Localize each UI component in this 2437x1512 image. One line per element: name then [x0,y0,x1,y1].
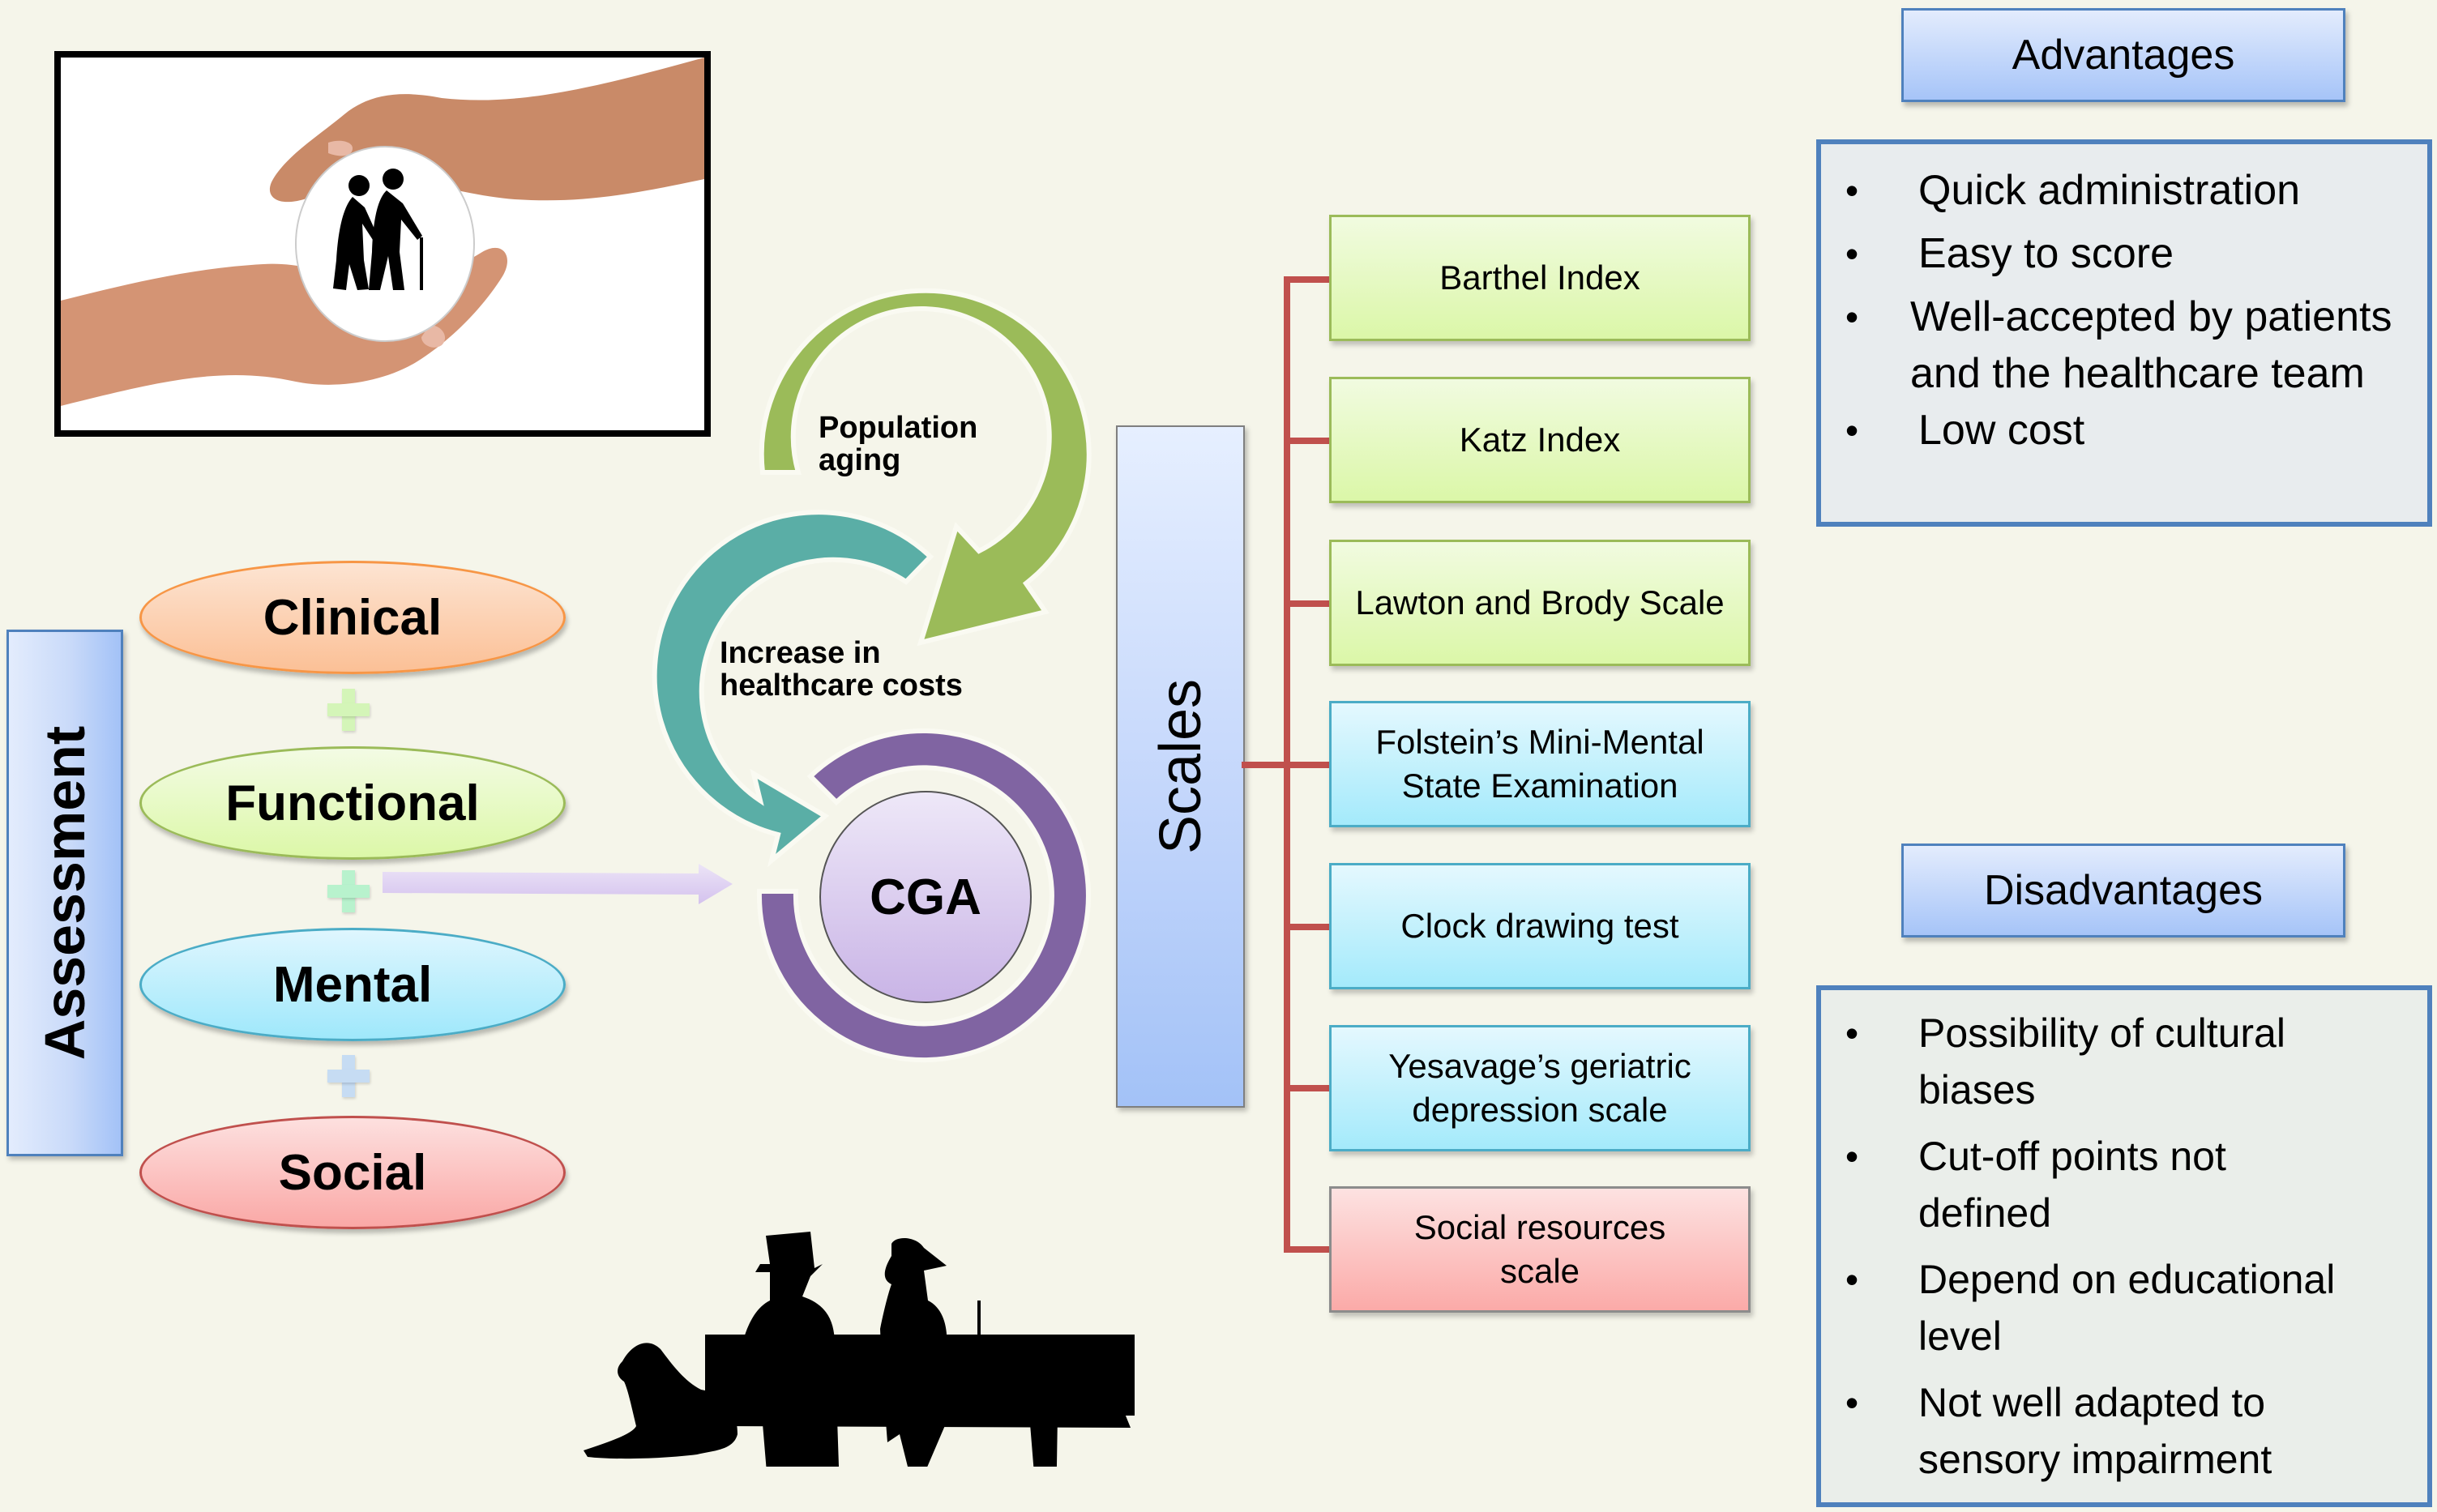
scale-social-resources: Social resources scale [1329,1186,1751,1313]
scale-mini-mental: Folstein’s Mini-Mental State Examination [1329,701,1751,827]
disadvantage-item: • Cut-off points not defined [1821,1128,2419,1241]
scales-title: Scales [1148,678,1213,855]
advantages-title: Advantages [2012,32,2235,79]
scale-katz-index: Katz Index [1329,377,1751,503]
domain-clinical: Clinical [139,561,566,674]
disadvantage-item: • Depend on educational level [1821,1251,2419,1365]
cga-circle [819,791,1032,1003]
bullet-icon: • [1845,1382,1859,1424]
scale-lawton-brody: Lawton and Brody Scale [1329,540,1751,666]
arrow-right-icon [383,864,733,904]
cycle-diagram [652,288,1092,1063]
cycle-label-healthcare-costs: Increase in healthcare costs [720,637,963,702]
plus-icon [327,689,370,731]
advantage-text: Quick administration [1918,167,2301,214]
scale-clock-drawing: Clock drawing test [1329,863,1751,989]
scale-label: Clock drawing test [1400,907,1679,945]
label-line: healthcare costs [720,668,963,703]
advantage-text: Easy to score [1918,230,2174,277]
hands-protecting-elderly-icon [61,58,704,430]
disadvantage-text: Possibility of cultural biases [1918,1010,2285,1113]
scales-connector-tree [1242,276,1331,1253]
cga-label: CGA [870,869,981,925]
advantages-header: Advantages [1901,8,2345,102]
scale-label: Barthel Index [1439,258,1640,297]
assessment-column: Assessment [6,630,123,1156]
scale-label: Yesavage’s geriatric depression scale [1388,1047,1691,1129]
domain-label: Social [278,1144,427,1201]
scale-geriatric-depression: Yesavage’s geriatric depression scale [1329,1025,1751,1151]
disadvantages-list: • Possibility of cultural biases • Cut-off… [1816,985,2432,1507]
domain-label: Functional [225,775,480,831]
bullet-icon: • [1845,1012,1859,1054]
advantage-text: Low cost [1918,407,2085,454]
domain-social: Social [139,1116,566,1229]
domain-label: Mental [272,956,433,1013]
scale-label: Folstein’s Mini-Mental State Examination [1375,723,1704,805]
disadvantages-title: Disadvantages [1984,867,2263,914]
advantage-item: • Low cost [1821,402,2419,459]
plus-icon [327,870,370,912]
label-line: Increase in [720,636,881,670]
label-line: aging [819,443,901,477]
scale-barthel-index: Barthel Index [1329,215,1751,341]
domain-mental: Mental [139,928,566,1041]
advantage-item: • Well-accepted by patients and the healt… [1821,288,2419,402]
green-cycle-arrow [759,288,1092,647]
plus-icon [327,1055,370,1097]
bullet-icon: • [1845,296,1859,338]
scales-column: Scales [1116,425,1245,1108]
advantage-text: Well-accepted by patients and the health… [1910,293,2392,397]
scale-label: Katz Index [1459,421,1621,459]
disadvantage-text: Depend on educational level [1918,1257,2336,1359]
disadvantages-header: Disadvantages [1901,844,2345,938]
cycle-label-population-aging: Population aging [819,412,977,476]
disadvantage-item: • Possibility of cultural biases [1821,1005,2419,1118]
label-line: Population [819,411,978,445]
assessment-title: Assessment [33,725,96,1061]
disadvantage-text: Not well adapted to sensory impairment [1918,1380,2272,1482]
domain-functional: Functional [139,746,566,860]
elderly-couple-bench-icon [584,1232,1135,1467]
advantage-item: • Easy to score [1821,225,2419,282]
hands-elderly-photo [54,51,711,437]
advantage-item: • Quick administration [1821,162,2419,219]
bullet-icon: • [1845,409,1859,451]
bullet-icon: • [1845,1258,1859,1301]
bullet-icon: • [1845,169,1859,211]
purple-ring [756,728,1091,1063]
teal-cycle-arrow [652,510,934,868]
disadvantage-item: • Not well adapted to sensory impairment [1821,1374,2419,1488]
bullet-icon: • [1845,1135,1859,1177]
scale-label: Lawton and Brody Scale [1355,583,1725,621]
bullet-icon: • [1845,233,1859,275]
domain-label: Clinical [263,589,443,646]
scale-label: Social resources scale [1413,1208,1666,1290]
disadvantage-text: Cut-off points not defined [1918,1134,2226,1236]
advantages-list: • Quick administration • Easy to score • We… [1816,139,2432,527]
